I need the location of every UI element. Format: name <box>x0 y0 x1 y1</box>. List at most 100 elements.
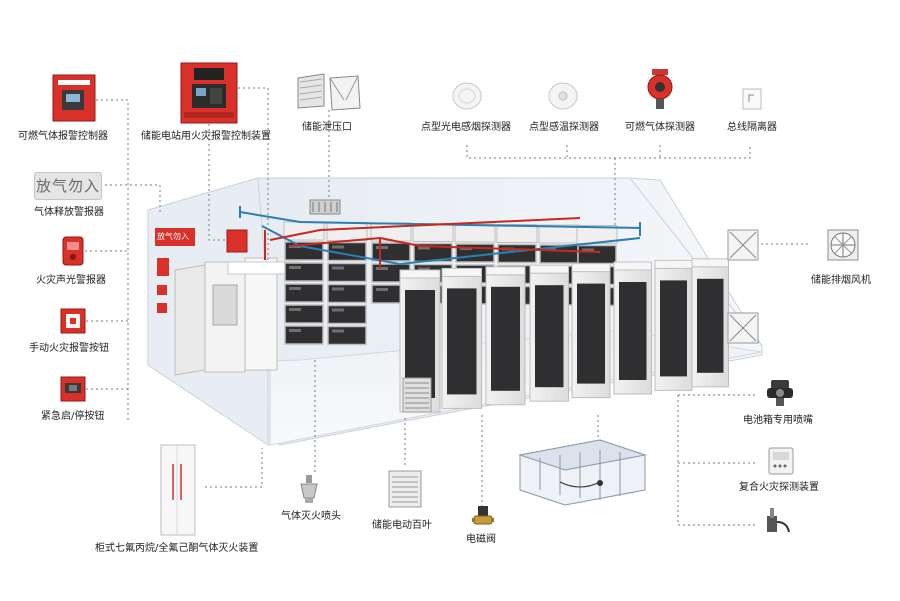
label-manual-call-point: 手动火灾报警按钮 <box>29 343 109 354</box>
battery-module <box>284 304 324 324</box>
louver-icon[interactable] <box>388 470 422 508</box>
label-heat-detector: 点型感温探测器 <box>529 122 599 133</box>
battery-module <box>327 283 367 304</box>
label-gas-detector: 可燃气体探测器 <box>625 122 695 133</box>
label-gas-nozzle: 气体灭火喷头 <box>281 511 341 522</box>
cabinet-cap <box>529 264 569 274</box>
leader-lines <box>85 87 808 526</box>
label-solenoid-valve: 电磁阀 <box>466 534 496 545</box>
room-release-sign-plate <box>155 228 195 246</box>
cabinet-door-panel <box>660 280 687 377</box>
rack-top <box>454 223 496 243</box>
module-label <box>332 308 344 312</box>
wall-alarm-device <box>157 258 169 276</box>
cabinet-cap <box>571 263 611 273</box>
label-fire-alarm-controller: 储能电站用火灾报警控制装置 <box>141 131 271 142</box>
heat-detector-icon[interactable] <box>547 81 579 111</box>
leader-line <box>96 99 129 420</box>
cabinet-cap <box>441 267 482 277</box>
cabinet-door-panel <box>697 278 724 373</box>
fan-icon[interactable] <box>826 226 862 266</box>
label-cabinet-extinguisher: 柜式七氟丙烷/全氟己酮气体灭火装置 <box>95 543 259 554</box>
battery-module <box>284 325 324 345</box>
battery-module <box>284 262 324 282</box>
cabinet-door-panel <box>491 286 520 391</box>
battery-duct-bay <box>518 439 647 506</box>
leader-line <box>466 145 751 159</box>
smoke-detector-icon[interactable] <box>451 81 483 111</box>
module-label <box>332 329 344 333</box>
label-sound-light-alarm: 火灾声光警报器 <box>36 275 106 286</box>
manual-call-point-icon[interactable] <box>60 308 86 334</box>
battery-module <box>577 244 617 265</box>
gas-release-sign-icon[interactable]: 放气勿入 <box>34 172 102 200</box>
module-label <box>418 267 430 271</box>
cabinet-cap <box>399 269 441 279</box>
gas-detector-icon[interactable] <box>644 67 676 111</box>
cabinet-cap <box>654 259 693 269</box>
module-label <box>332 245 344 249</box>
module-label <box>376 288 388 291</box>
module-label <box>418 246 430 250</box>
isolator-icon[interactable] <box>742 88 762 110</box>
label-exhaust-fan: 储能排烟风机 <box>811 275 871 286</box>
battery-module <box>327 304 367 325</box>
vent-grille-icon[interactable] <box>294 72 364 112</box>
module-label <box>289 287 301 290</box>
battery-module <box>327 262 367 283</box>
module-label <box>289 266 301 269</box>
module-label <box>332 287 344 291</box>
fire-panel-icon[interactable] <box>180 62 238 124</box>
cabinet-door-panel <box>577 283 605 384</box>
room-fire-panel <box>226 229 248 253</box>
front-louver-panel <box>402 377 432 413</box>
leader-line <box>677 395 755 526</box>
label-pressure-relief-vent: 储能泄压口 <box>302 122 352 133</box>
cabinet-cap <box>691 258 729 268</box>
module-label <box>332 266 344 270</box>
solenoid-valve-icon[interactable] <box>472 505 494 529</box>
label-battery-nozzle: 电池箱专用喷嘴 <box>743 415 813 426</box>
module-label <box>289 308 301 311</box>
module-label <box>376 246 388 249</box>
wall-fan-lower <box>727 312 759 344</box>
temperature-probe-icon[interactable] <box>763 506 793 540</box>
label-smoke-detector: 点型光电感烟探测器 <box>421 122 511 133</box>
front-louver-slats <box>405 382 429 409</box>
label-gas-release-alarm: 气体释放警报器 <box>34 207 104 218</box>
label-composite-detector: 复合火灾探测装置 <box>739 482 819 493</box>
controller-box-icon[interactable] <box>52 74 96 122</box>
ceiling-vent-slats <box>312 202 338 212</box>
rack-top <box>496 224 538 243</box>
nozzle-icon[interactable] <box>765 376 795 408</box>
leader-line <box>208 124 228 241</box>
gas-nozzle-icon[interactable] <box>297 474 321 504</box>
cabinet-door-panel <box>447 288 477 395</box>
extinguisher-cabinet-icon[interactable] <box>160 444 196 536</box>
gas-release-sign-text: 放气勿入 <box>35 177 100 195</box>
wall-fan-upper <box>727 229 759 261</box>
cabinet-cap <box>613 261 652 271</box>
sound-light-alarm-icon[interactable] <box>61 236 85 266</box>
label-bus-isolator: 总线隔离器 <box>727 122 777 133</box>
wall-button-device <box>157 285 167 295</box>
label-combustible-gas-controller: 可燃气体报警控制器 <box>18 131 108 142</box>
leader-line <box>100 184 161 215</box>
module-label <box>582 248 594 252</box>
composite-detector-icon[interactable] <box>768 447 794 475</box>
cabinet-door-panel <box>535 285 564 388</box>
front-battery-cabinets <box>399 258 729 413</box>
stop-button-icon[interactable] <box>60 376 86 402</box>
ceiling-pipes <box>239 206 641 268</box>
cabinet-door-panel <box>619 282 647 380</box>
wall-button-device <box>157 303 167 313</box>
label-emergency-stop-button: 紧急启/停按钮 <box>41 411 105 422</box>
battery-module <box>371 242 411 262</box>
battery-module <box>327 325 367 346</box>
label-electric-louver: 储能电动百叶 <box>372 520 432 531</box>
left-equipment-cabinets <box>174 229 301 376</box>
battery-module <box>284 283 324 303</box>
room-release-sign-text: 放气勿入 <box>157 232 189 241</box>
